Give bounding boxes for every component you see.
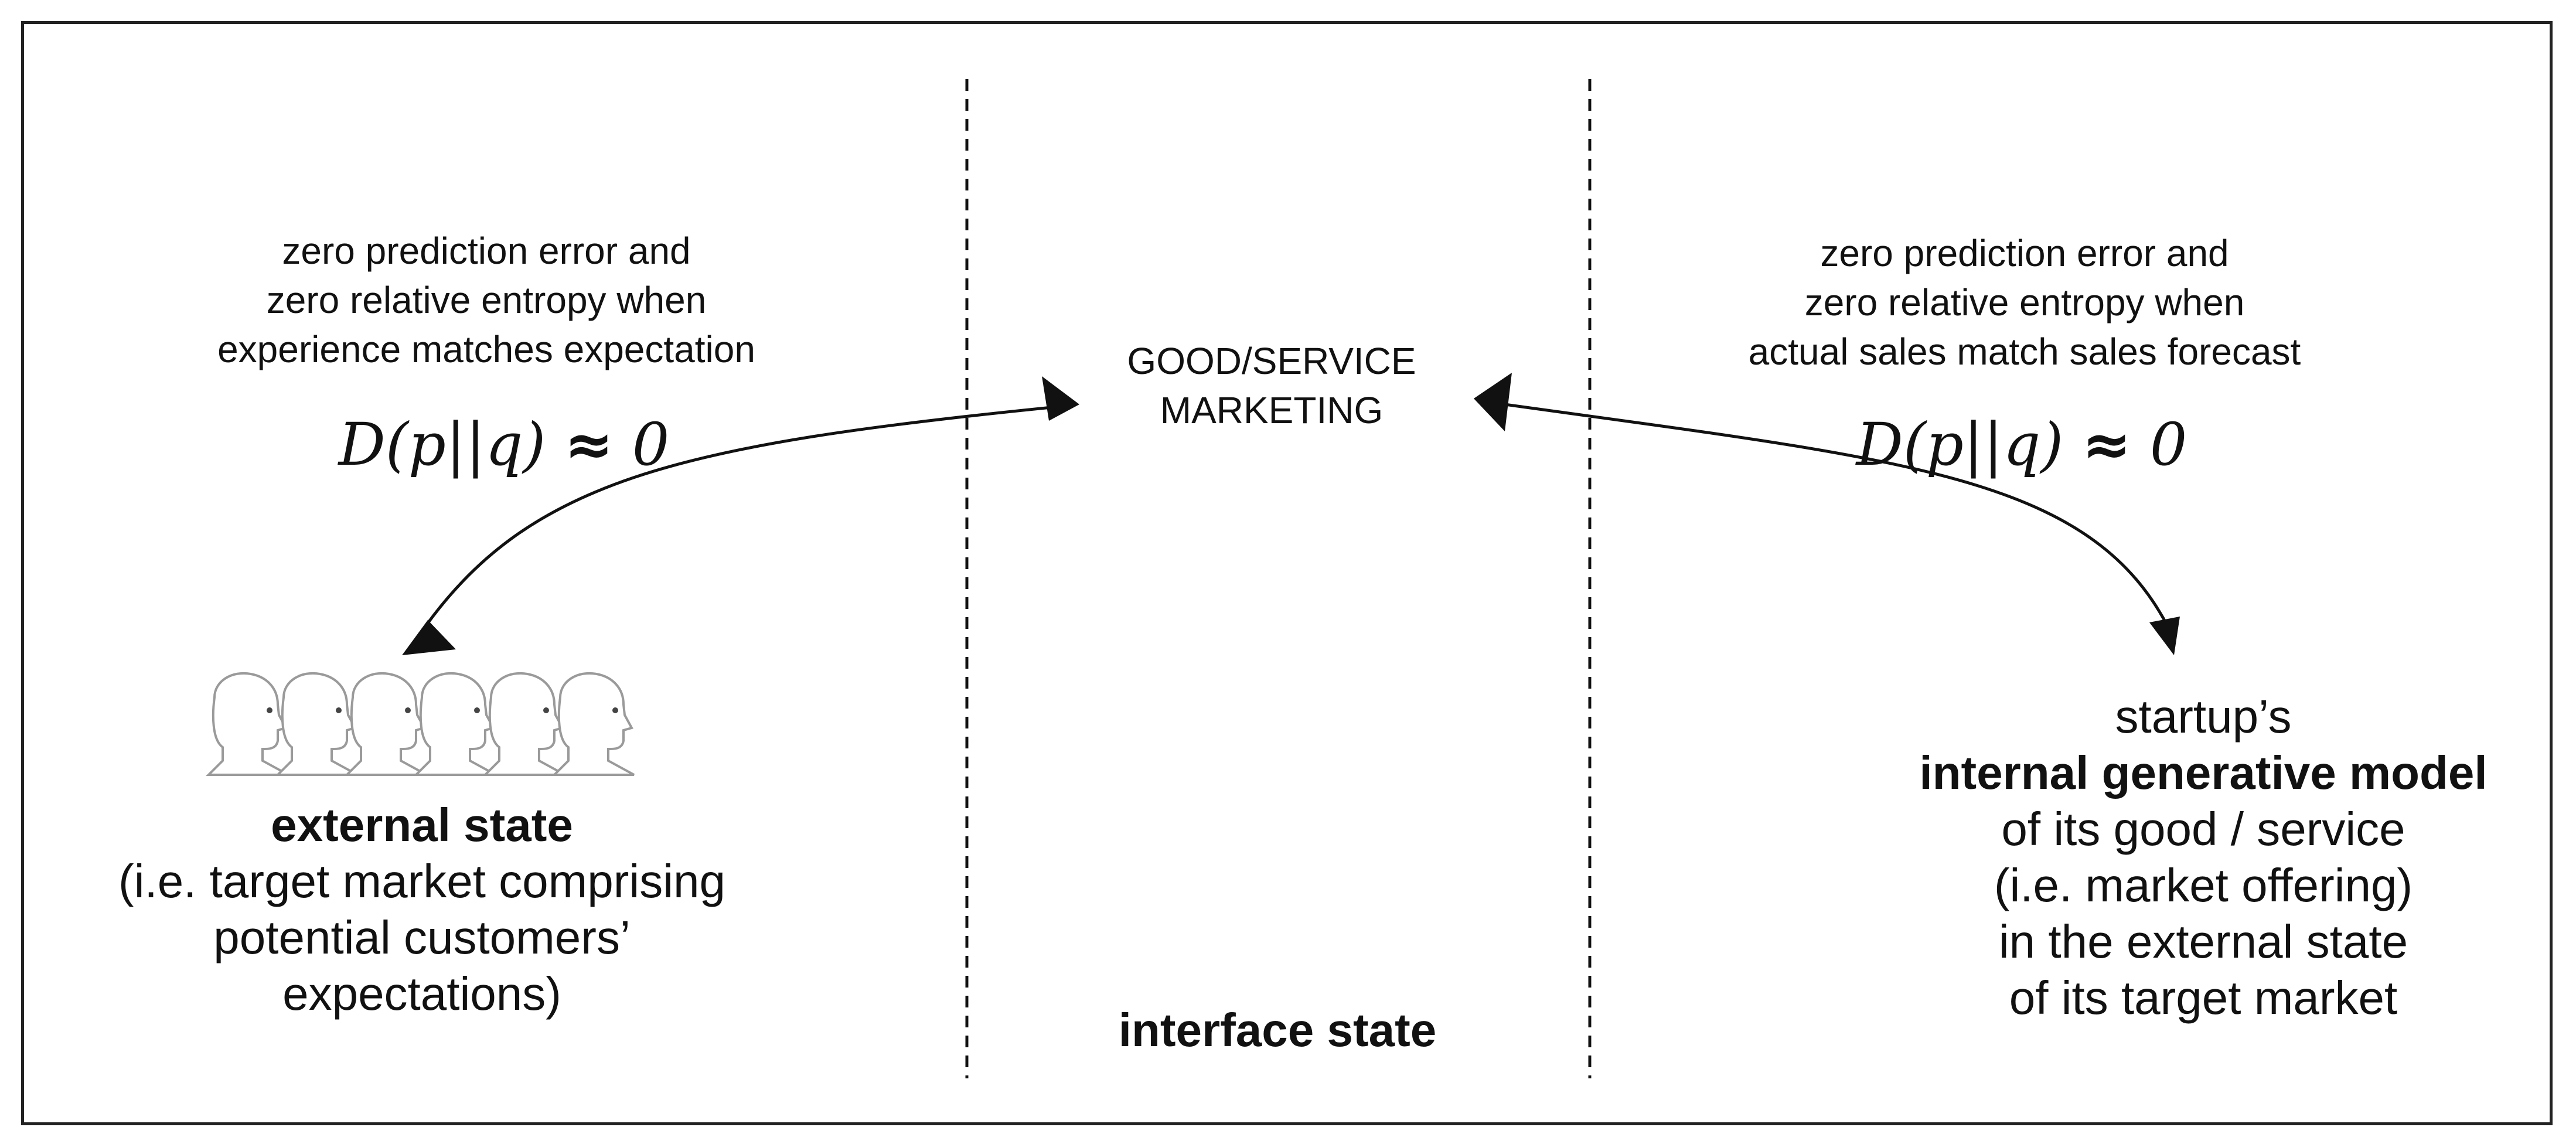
customer-head-icon — [484, 672, 566, 776]
center-node-label: GOOD/SERVICE MARKETING — [1066, 336, 1477, 435]
internal-model-line: (i.e. market offering) — [1994, 859, 2413, 911]
right-formula-lhs: D(p||q) — [1856, 410, 2064, 479]
interface-state-block: interface state — [1043, 1002, 1512, 1058]
external-state-line: expectations) — [282, 968, 561, 1020]
diagram-frame — [21, 21, 2553, 1125]
customer-head-icon — [346, 672, 428, 776]
customer-head-icon — [207, 672, 289, 776]
right-arc-arrowhead-bottom — [2149, 617, 2180, 655]
left-arc-arrowhead-bottom — [402, 620, 456, 655]
customer-head-icon — [553, 672, 635, 776]
right-formula-rhs: 0 — [2149, 410, 2187, 479]
right-annotation: zero prediction error and zero relative … — [1673, 229, 2376, 376]
left-formula: D(p||q) ≈ 0 — [328, 410, 680, 479]
external-state-line: potential customers’ — [213, 911, 631, 963]
external-state-line: (i.e. target market comprising — [118, 855, 725, 907]
left-arc-arrowhead-top — [1042, 376, 1079, 421]
left-feedback-arc — [419, 406, 1052, 634]
right-annotation-line: actual sales match sales forecast — [1748, 331, 2301, 373]
customer-head-icon — [277, 672, 359, 776]
internal-model-title: internal generative model — [1919, 747, 2488, 799]
internal-model-line: startup’s — [2115, 690, 2292, 743]
right-arc-arrowhead-top — [1474, 373, 1512, 431]
interface-state-title: interface state — [1118, 1004, 1437, 1056]
external-state-block: external state (i.e. target market compr… — [64, 797, 779, 1022]
external-state-title: external state — [271, 799, 573, 851]
internal-model-line: of its target market — [2009, 972, 2398, 1024]
right-feedback-arc — [1504, 403, 2170, 628]
left-annotation-line: zero prediction error and — [282, 230, 691, 272]
right-annotation-line: zero prediction error and — [1820, 232, 2229, 274]
right-formula: D(p||q) ≈ 0 — [1846, 410, 2197, 479]
left-annotation-line: experience matches expectation — [217, 328, 755, 370]
internal-model-block: startup’s internal generative model of i… — [1852, 689, 2555, 1026]
left-formula-rhs: 0 — [632, 410, 670, 479]
right-formula-approx: ≈ — [2082, 410, 2131, 479]
left-formula-lhs: D(p||q) — [338, 410, 546, 479]
left-annotation: zero prediction error and zero relative … — [135, 226, 838, 374]
center-node-line: MARKETING — [1160, 389, 1384, 431]
left-annotation-line: zero relative entropy when — [266, 279, 707, 321]
internal-model-line: of its good / service — [2001, 803, 2405, 855]
right-annotation-line: zero relative entropy when — [1804, 281, 2245, 324]
internal-model-line: in the external state — [1998, 915, 2408, 968]
left-formula-approx: ≈ — [564, 410, 614, 479]
customer-head-icon — [415, 672, 497, 776]
center-node-line: GOOD/SERVICE — [1127, 340, 1416, 382]
customer-heads-group — [207, 672, 635, 776]
